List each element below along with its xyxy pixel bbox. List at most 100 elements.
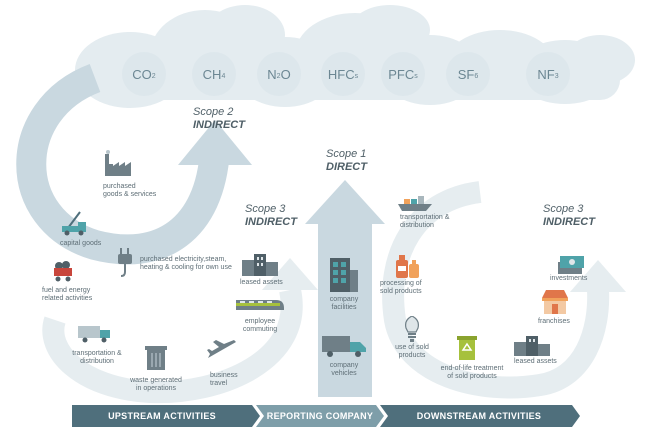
scope1-label: Scope 1 DIRECT: [326, 148, 367, 174]
scope3-downstream-subtitle: INDIRECT: [543, 216, 595, 228]
scope3-downstream-label: Scope 3 INDIRECT: [543, 203, 595, 229]
end-of-life-line2: of sold products: [447, 373, 497, 380]
downstream-transportation-line2: distribution: [400, 222, 434, 229]
scope2-arrow-head: [178, 120, 252, 165]
scope2-title: Scope 2: [193, 106, 234, 118]
downstream-loop-head: [570, 260, 626, 292]
processing-line1: processing of: [380, 280, 422, 287]
scope3-downstream-title: Scope 3: [543, 203, 584, 215]
scope2-arrow-body: [16, 63, 230, 265]
product-bottles-icon: [396, 255, 419, 278]
gas-n2o-base: N: [267, 66, 277, 82]
company-facilities-line1: company: [329, 296, 359, 303]
purchased-electricity-label: purchased electricity,steam, heating & c…: [140, 256, 232, 272]
gas-pfcs-sub: s: [414, 72, 418, 80]
scope1-arrow-head: [305, 180, 385, 224]
waste-label: waste generated in operations: [124, 377, 188, 393]
processing-line2: sold products: [380, 288, 422, 295]
upstream-activities-band: UPSTREAM ACTIVITIES: [108, 411, 216, 421]
company-facilities-label: company facilities: [316, 296, 372, 312]
company-vehicles-line2: vehicles: [331, 370, 357, 377]
upstream-transportation-label: transportation & distribution: [66, 350, 128, 366]
investments-line1: investments: [550, 275, 588, 282]
purchased-goods-label: purchased goods & services: [103, 183, 156, 199]
scope2-label: Scope 2 INDIRECT: [193, 106, 245, 132]
company-vehicles-icon: [322, 336, 366, 357]
business-travel-line2: travel: [210, 380, 228, 387]
scope1-arrow-body: [318, 222, 372, 397]
gas-hfcs-sub: s: [354, 72, 359, 80]
gas-hfcs-base: HFC: [327, 66, 355, 82]
company-vehicles-label: company vehicles: [316, 362, 372, 378]
franchises-line1: franchises: [538, 318, 570, 325]
fuel-energy-label: fuel and energy related activities: [42, 287, 92, 303]
train-icon: [236, 300, 284, 310]
company-facilities-icon: [330, 258, 358, 292]
gas-nf3-base: NF: [537, 66, 555, 82]
waste-line1: waste generated: [130, 377, 182, 384]
gas-n2o-tail: O: [280, 66, 291, 82]
gas-ch4-sub: 4: [221, 72, 226, 80]
capital-goods-line1: capital goods: [60, 240, 102, 247]
upstream-loop-head: [262, 258, 318, 290]
gas-co2-base: CO: [132, 66, 152, 82]
investments-label: investments: [550, 275, 587, 283]
downstream-leased-assets-label: leased assets: [514, 358, 557, 366]
downstream-leased-assets-line1: leased assets: [514, 358, 557, 365]
downstream-transportation-label: transportation & distribution: [400, 214, 449, 230]
lightbulb-icon: [405, 316, 419, 342]
gas-co2-sub: 2: [151, 72, 156, 80]
downstream-buildings-icon: [514, 336, 550, 356]
reporting-band-shape: [256, 405, 384, 427]
purchased-goods-line2: goods & services: [103, 191, 157, 198]
company-facilities-line2: facilities: [331, 304, 357, 311]
upstream-band-shape: [72, 405, 260, 427]
purchased-electricity-line2: heating & cooling for own use: [140, 264, 232, 271]
business-travel-line1: business: [210, 372, 238, 379]
airplane-icon: [207, 340, 236, 358]
use-of-sold-line1: use of sold: [395, 344, 429, 351]
gas-sf6-base: SF: [457, 66, 475, 82]
plug-icon: [118, 248, 132, 277]
factory-icon: [105, 150, 131, 176]
downstream-band-shape: [380, 405, 580, 427]
scope3-upstream-title: Scope 3: [245, 203, 286, 215]
business-travel-label: business travel: [210, 372, 238, 388]
upstream-truck-icon: [78, 326, 110, 343]
upstream-transportation-line2: distribution: [80, 358, 114, 365]
gas-sf6-sub: 6: [474, 72, 479, 80]
gas-pfcs-base: PFC: [388, 66, 415, 82]
scope2-subtitle: INDIRECT: [193, 119, 245, 131]
reporting-company-band: REPORTING COMPANY: [266, 411, 374, 421]
gas-ch4-base: CH: [202, 66, 222, 82]
money-stack-icon: [558, 256, 584, 274]
downstream-loop-arrow: [382, 181, 610, 399]
capital-goods-label: capital goods: [60, 240, 101, 248]
upstream-buildings-icon: [242, 254, 278, 276]
franchise-store-icon: [542, 290, 568, 314]
purchased-electricity-line1: purchased electricity,steam,: [140, 256, 227, 263]
fuel-energy-line1: fuel and energy: [42, 287, 91, 294]
employee-commuting-line1: employee: [244, 318, 276, 325]
recycle-bin-icon: [457, 336, 477, 360]
use-of-sold-label: use of sold products: [384, 344, 440, 360]
scope1-subtitle: DIRECT: [326, 161, 367, 173]
downstream-transportation-line1: transportation &: [400, 214, 450, 221]
end-of-life-line1: end-of-life treatment: [440, 365, 504, 372]
upstream-leased-assets-line1: leased assets: [240, 279, 283, 286]
gas-n2o-sub: 2: [276, 72, 281, 80]
crane-truck-icon: [62, 211, 86, 236]
employee-commuting-label: employee commuting: [232, 318, 288, 334]
waste-line2: in operations: [135, 385, 177, 392]
company-vehicles-line1: company: [329, 362, 359, 369]
scope3-upstream-label: Scope 3 INDIRECT: [245, 203, 297, 229]
coal-cart-icon: [54, 261, 72, 282]
